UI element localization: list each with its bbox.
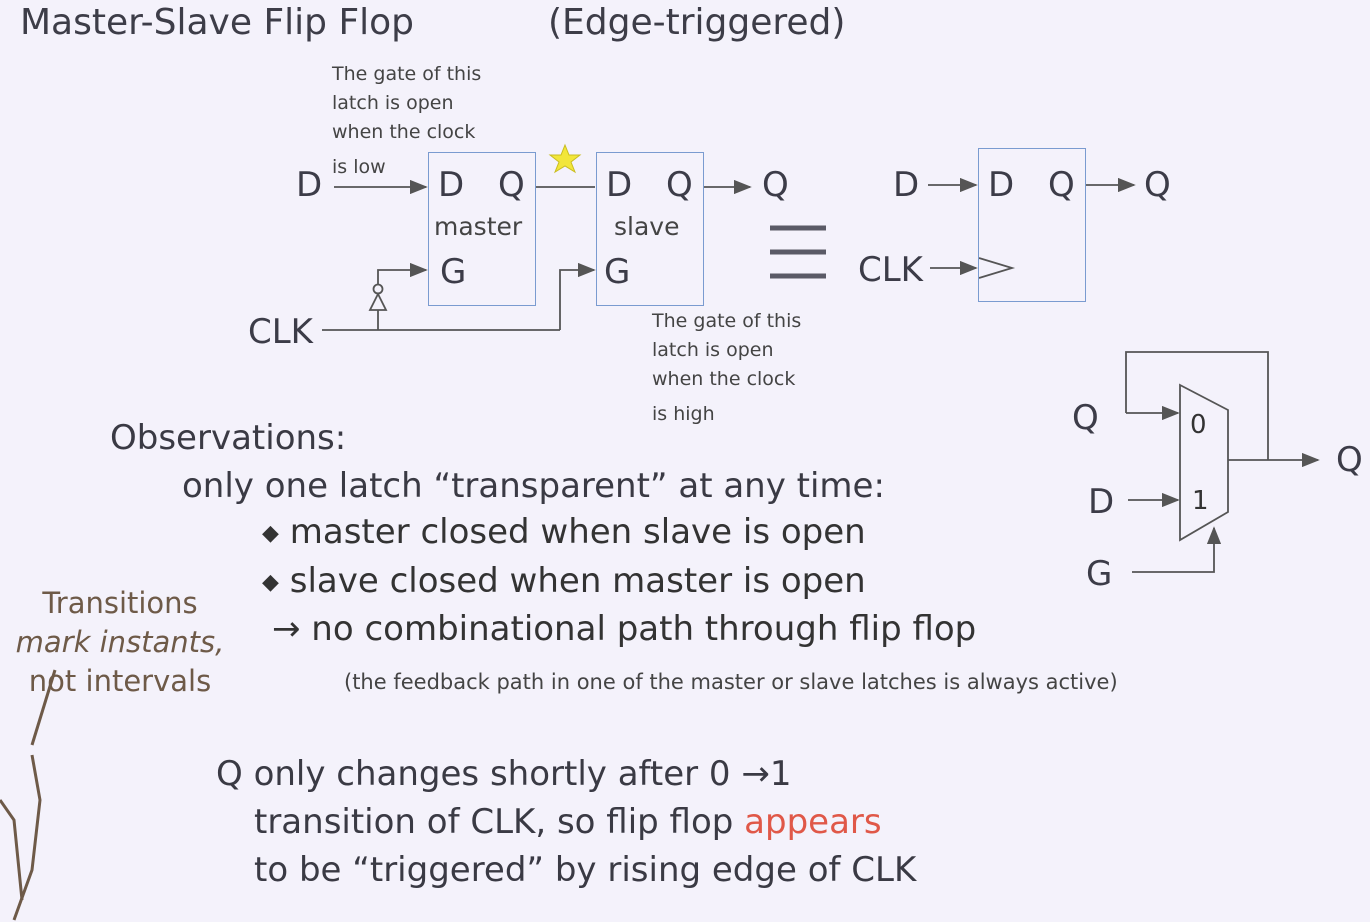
transitions-line: mark instants, xyxy=(15,625,225,659)
master-note-line: is low xyxy=(332,156,386,178)
clk-label: CLK xyxy=(248,312,313,352)
transitions-note: Transitions mark instants, not intervals xyxy=(0,584,240,701)
conclusion-text: transition of CLK, so flip flop xyxy=(254,802,745,842)
bullet-icon: ◆ xyxy=(262,570,279,595)
master-note: The gate of this latch is open when the … xyxy=(332,60,481,182)
mux-in0-label: Q xyxy=(1072,398,1099,438)
slave-note: The gate of this latch is open when the … xyxy=(652,307,801,429)
feedback-note: (the feedback path in one of the master … xyxy=(344,670,1118,694)
ff-q-label: Q xyxy=(1048,165,1075,205)
ff-clk-label: CLK xyxy=(858,250,923,290)
slave-q-label: Q xyxy=(666,165,693,205)
slave-note-line: when the clock xyxy=(652,368,796,390)
slave-note-line: The gate of this xyxy=(652,310,802,332)
arrow-line: → no combinational path through flip flo… xyxy=(272,609,977,649)
observations-heading: Observations: xyxy=(110,418,347,458)
ff-d-label: D xyxy=(988,165,1015,205)
equiv-symbol: ≡ xyxy=(760,210,768,221)
slave-d-label: D xyxy=(606,165,633,205)
conclusion-line: Q only changes shortly after 0 →1 xyxy=(216,754,792,794)
mux-sel-wire xyxy=(1132,526,1222,573)
master-name-label: master xyxy=(434,212,523,241)
mux-1-label: 1 xyxy=(1192,486,1209,516)
inverter-to-master-g xyxy=(377,262,428,284)
conclusion-line: transition of CLK, so flip flop appears xyxy=(254,802,882,842)
ff-d-input-label: D xyxy=(893,165,920,205)
mux-sel-label: G xyxy=(1086,554,1113,594)
bullet-item: ◆ master closed when slave is open xyxy=(262,512,866,552)
ff-clock-triangle xyxy=(978,257,1016,279)
master-g-label: G xyxy=(440,252,467,292)
mux-body xyxy=(1179,383,1229,542)
master-note-line: latch is open xyxy=(332,92,454,114)
slave-g-label: G xyxy=(604,252,631,292)
d-input-label: D xyxy=(296,165,323,205)
slave-note-line: latch is open xyxy=(652,339,774,361)
q-output-label: Q xyxy=(762,165,789,205)
mux-in1-label: D xyxy=(1088,482,1115,522)
master-d-label: D xyxy=(438,165,465,205)
observations-line: only one latch “transparent” at any time… xyxy=(182,466,885,506)
clk-to-slave-g xyxy=(559,262,596,330)
slave-name-label: slave xyxy=(614,212,680,241)
transitions-line: not intervals xyxy=(28,664,212,698)
slave-latch xyxy=(596,152,704,306)
page-title: Master-Slave Flip Flop xyxy=(20,2,415,43)
master-q-label: Q xyxy=(498,165,525,205)
mux-feedback-wire xyxy=(1125,351,1269,460)
mux-out-label: Q xyxy=(1336,440,1363,480)
slave-note-line: is high xyxy=(652,403,715,425)
appears-highlight: appears xyxy=(744,802,882,842)
master-latch xyxy=(428,152,536,306)
ff-q-output-label: Q xyxy=(1144,165,1171,205)
bullet-icon: ◆ xyxy=(262,521,279,546)
bullet-item: ◆ slave closed when master is open xyxy=(262,561,866,601)
page-subtitle: (Edge-triggered) xyxy=(548,2,846,43)
master-note-line: when the clock xyxy=(332,121,476,143)
bullet-text: slave closed when master is open xyxy=(289,561,866,601)
inverter-triangle xyxy=(368,291,388,311)
bullet-text: master closed when slave is open xyxy=(289,512,866,552)
inverter-bubble xyxy=(372,283,384,295)
flip-flop-symbol xyxy=(978,148,1086,302)
transitions-line: Transitions xyxy=(42,586,198,620)
mux-0-label: 0 xyxy=(1190,410,1207,440)
master-note-line: The gate of this xyxy=(332,63,482,85)
conclusion-line: to be “triggered” by rising edge of CLK xyxy=(254,850,917,890)
star-icon xyxy=(548,143,582,174)
hand-pointer-icon xyxy=(0,669,57,921)
